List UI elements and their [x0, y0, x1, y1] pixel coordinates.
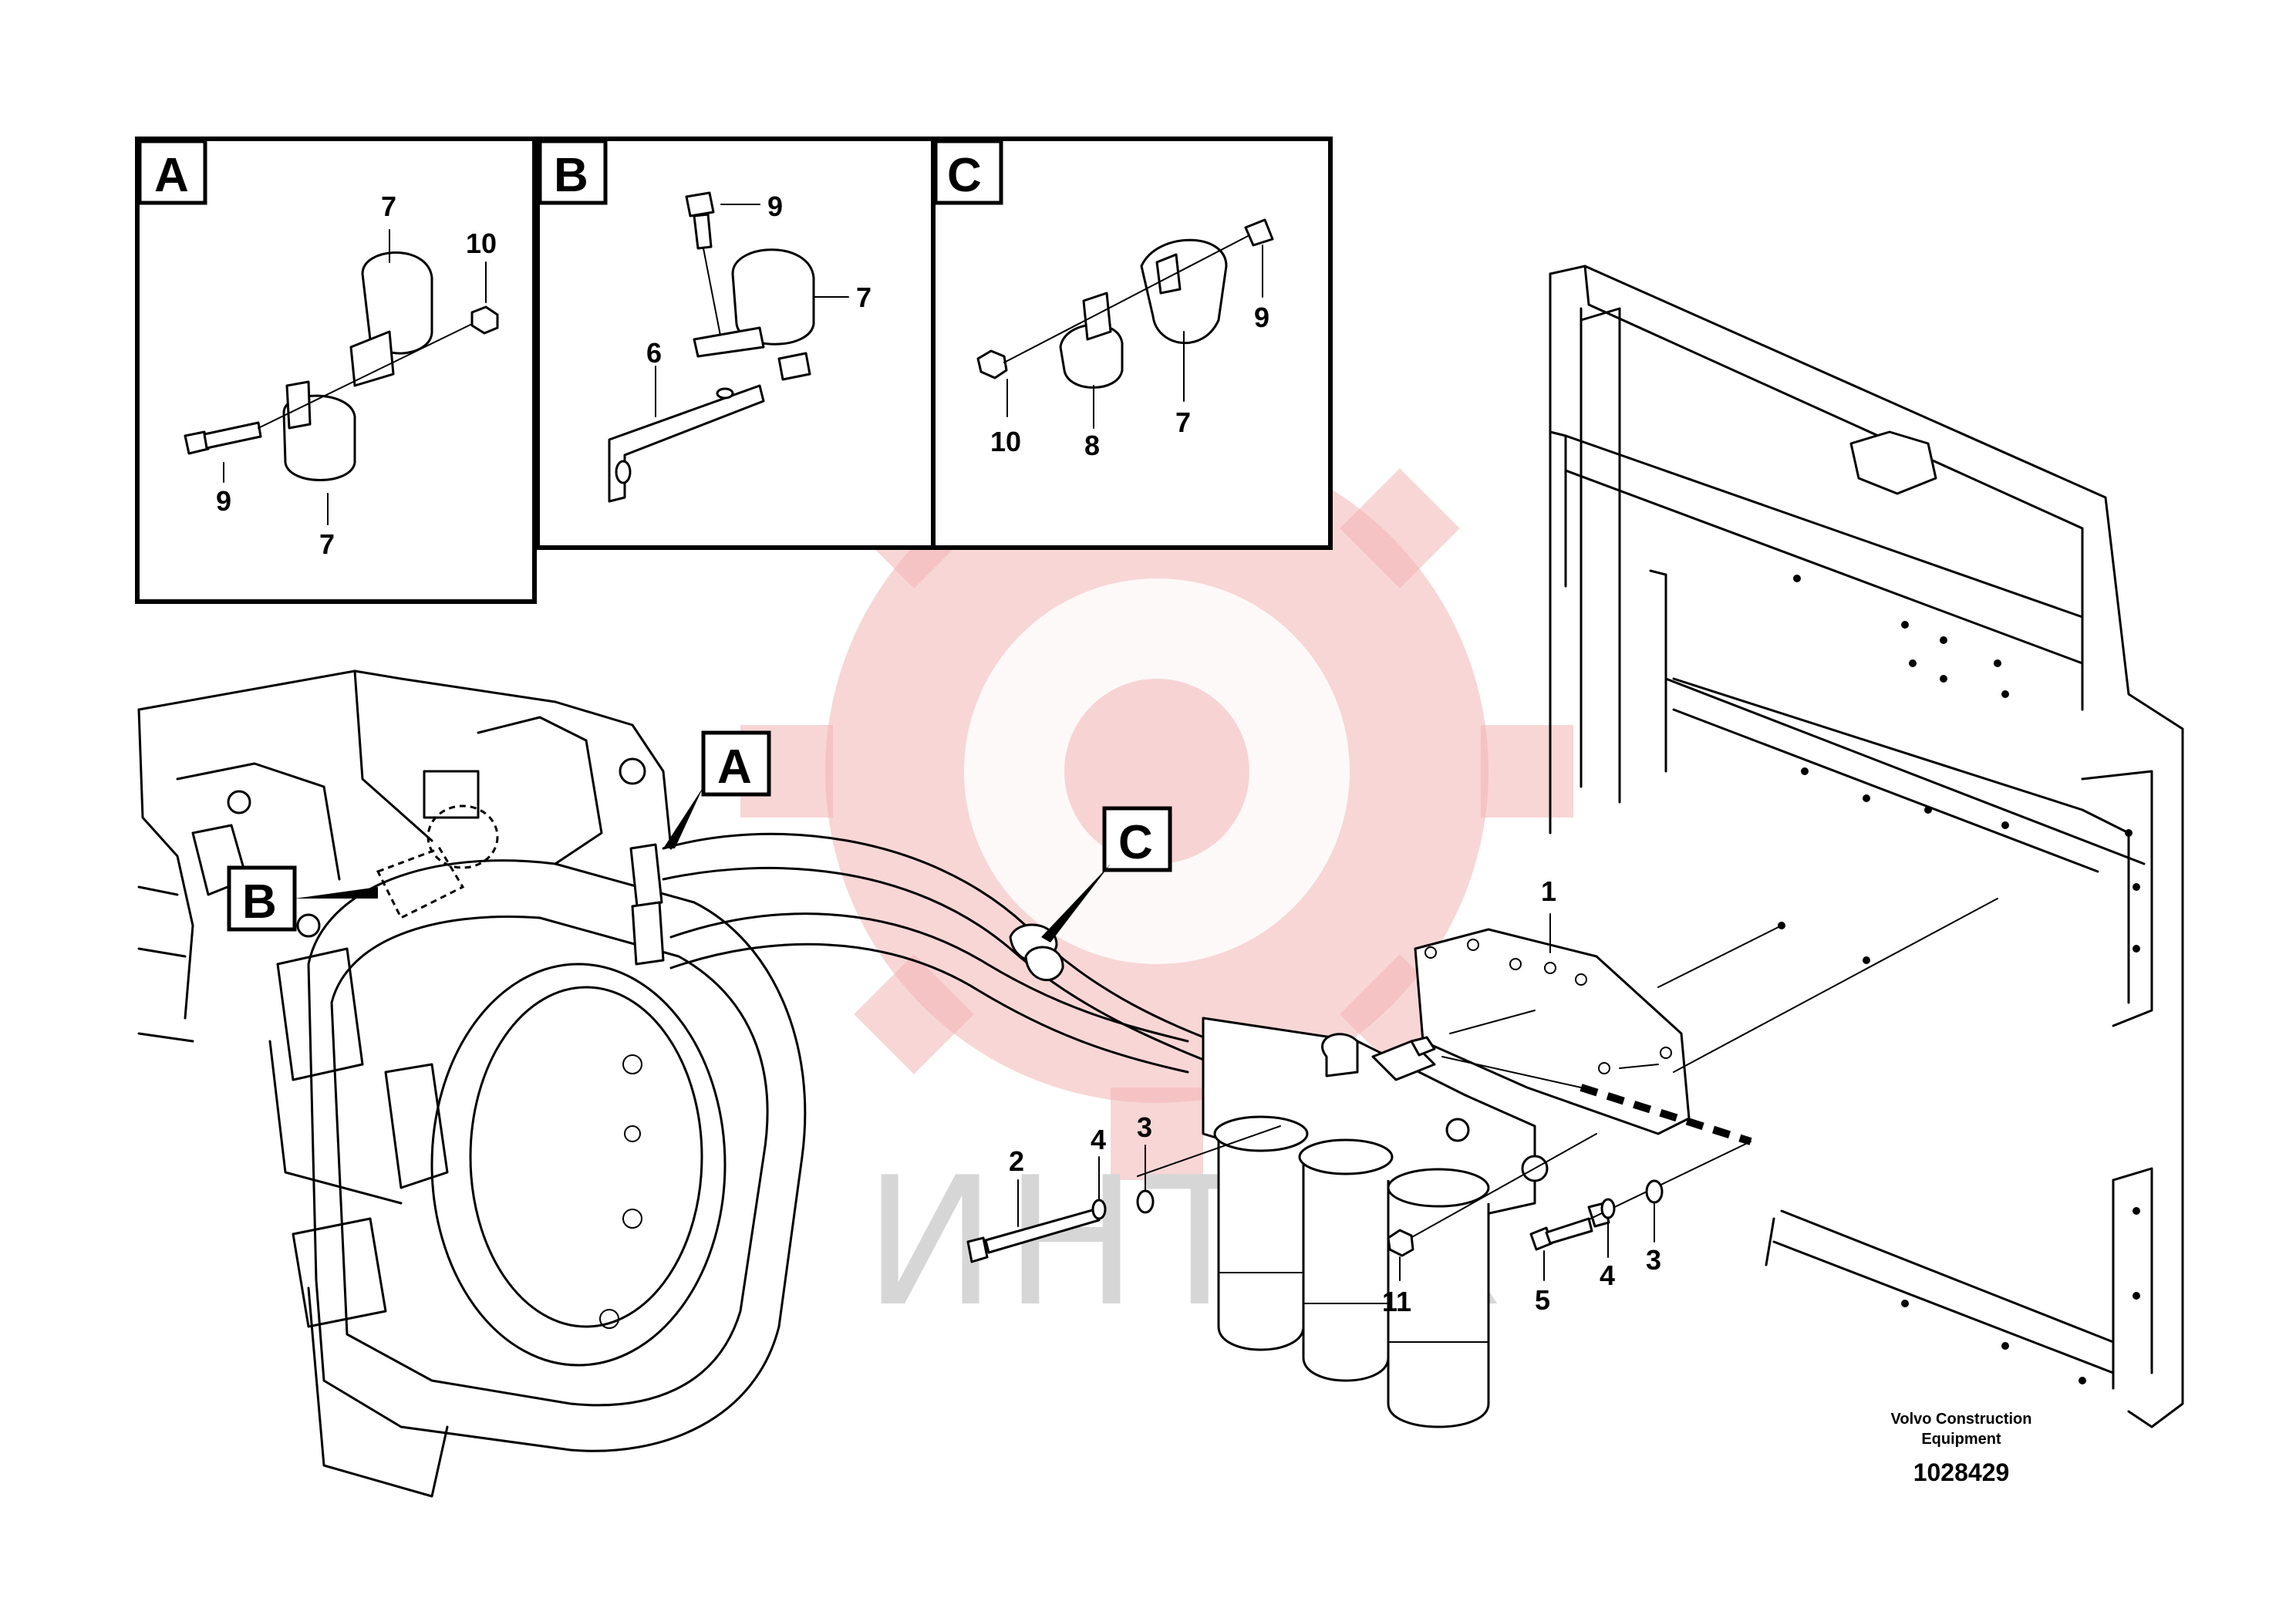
- hose-clamp-a: [629, 843, 663, 908]
- detail-view-c: C 9 10 8 7: [931, 137, 1333, 550]
- document-number: 1028429: [1913, 1458, 2010, 1486]
- callout-c-letter: C: [1118, 816, 1153, 869]
- callout-a-letter: A: [717, 740, 752, 794]
- fuel-filter-assembly: [1202, 1017, 1549, 1428]
- engine-block: [137, 669, 673, 1205]
- part-label-4-right: 4: [1600, 1259, 1615, 1291]
- detail-b-label-7: 7: [856, 282, 872, 313]
- callout-c: C: [1041, 806, 1172, 943]
- detail-c-letter: C: [947, 149, 982, 202]
- publisher-line-1: Volvo Construction: [1891, 1411, 2032, 1428]
- detail-view-b: B 9 7 6: [535, 137, 936, 550]
- publisher-line-2: Equipment: [1921, 1431, 2001, 1448]
- callout-b-letter: B: [242, 875, 277, 929]
- part-label-2: 2: [1009, 1145, 1024, 1177]
- part-label-3-right: 3: [1646, 1244, 1661, 1276]
- hose-clamp-c-lower: [1024, 946, 1064, 982]
- machine-frame: [1549, 265, 2184, 1428]
- detail-c-label-7: 7: [1175, 406, 1191, 438]
- part-label-1: 1: [1541, 875, 1556, 907]
- detail-a-label-10: 10: [466, 228, 497, 259]
- detail-b-label-9: 9: [767, 191, 783, 222]
- part-label-3-left: 3: [1137, 1111, 1152, 1143]
- flywheel-housing: [276, 859, 807, 1498]
- part-leaders: [1017, 913, 1655, 1281]
- part-label-11: 11: [1382, 1286, 1411, 1317]
- detail-a-label-7-top: 7: [381, 191, 396, 222]
- detail-b-letter: B: [554, 149, 588, 202]
- detail-a-label-9: 9: [216, 485, 231, 517]
- detail-view-a: A 7 10 9 7: [135, 137, 537, 604]
- detail-c-label-10: 10: [990, 426, 1021, 457]
- callout-b: B: [227, 865, 378, 932]
- detail-a-letter: A: [154, 149, 189, 202]
- detail-c-label-9: 9: [1254, 302, 1269, 333]
- callout-a: A: [663, 730, 771, 848]
- part-label-4-left: 4: [1091, 1124, 1106, 1155]
- detail-b-marker: [376, 804, 499, 920]
- fuel-hoses: [662, 832, 1236, 1074]
- detail-c-label-8: 8: [1084, 430, 1100, 461]
- detail-b-label-6: 6: [646, 337, 662, 369]
- part-label-5: 5: [1535, 1284, 1550, 1316]
- hose-clamp-a-lower: [631, 901, 665, 966]
- detail-a-label-7-bottom: 7: [319, 528, 335, 560]
